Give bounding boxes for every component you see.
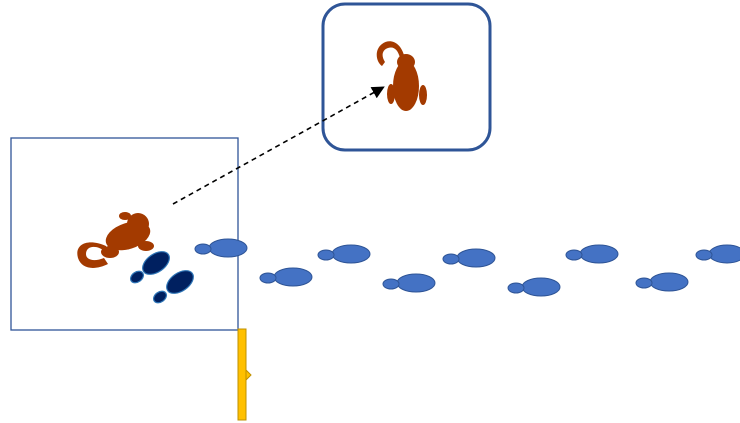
marker-post-icon (237, 328, 252, 421)
footprint-icon (194, 238, 248, 258)
footprint-icon (382, 273, 436, 293)
footprint-trail (194, 238, 740, 297)
boot-prints-icon (129, 251, 194, 304)
view-frame (10, 137, 239, 331)
footprint-icon (259, 267, 313, 287)
footprint-icon (565, 244, 619, 264)
dog-side-view-icon (77, 212, 154, 268)
footprint-icon (317, 244, 371, 264)
footprint-icon (507, 277, 561, 297)
footprint-icon (635, 272, 689, 292)
dog-top-view-icon (376, 41, 427, 111)
footprint-icon (442, 248, 496, 268)
footprint-icon (695, 244, 740, 264)
zoom-arrow (172, 86, 385, 205)
